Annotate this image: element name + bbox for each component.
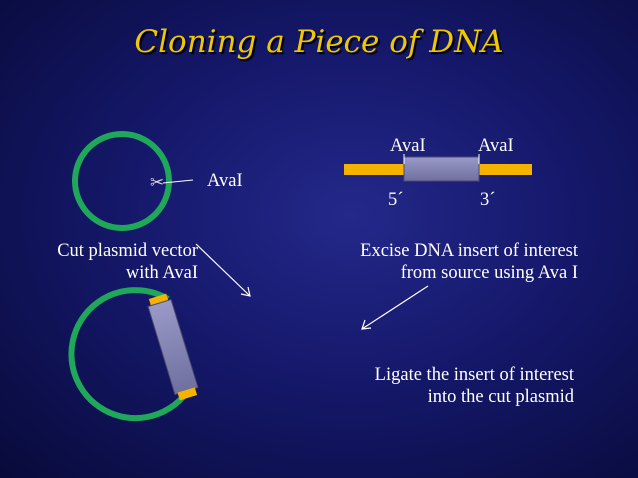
insert-site-right-label: AvaI bbox=[478, 136, 514, 156]
scissors-icon: ✂ bbox=[150, 173, 165, 193]
ligated-insert bbox=[147, 293, 199, 401]
cut-plasmid-caption: Cut plasmid vector with AvaI bbox=[36, 240, 198, 284]
insert-site-left-label: AvaI bbox=[390, 136, 426, 156]
slide-title: Cloning a Piece of DNA bbox=[134, 24, 504, 60]
cut-plasmid-caption-line2: with AvaI bbox=[125, 263, 198, 283]
excise-caption-line2: from source using Ava I bbox=[400, 263, 578, 283]
three-prime-label: 3´ bbox=[480, 190, 496, 210]
ligate-caption-line1: Ligate the insert of interest bbox=[374, 365, 574, 385]
arrow-cut-to-ligate bbox=[195, 243, 251, 297]
dna-insert bbox=[403, 156, 480, 182]
excise-caption: Excise DNA insert of interest from sourc… bbox=[318, 240, 578, 284]
cut-site-pointer bbox=[162, 179, 194, 184]
arrow-excise-to-ligate bbox=[361, 285, 429, 330]
five-prime-label: 5´ bbox=[388, 190, 404, 210]
ligate-caption-line2: into the cut plasmid bbox=[427, 387, 574, 407]
cut-plasmid-caption-line1: Cut plasmid vector bbox=[57, 241, 198, 261]
plasmid-circle bbox=[72, 131, 172, 231]
excise-caption-line1: Excise DNA insert of interest bbox=[360, 241, 578, 261]
plasmid-cut-site-label: AvaI bbox=[207, 171, 243, 191]
ligate-caption: Ligate the insert of interest into the c… bbox=[330, 364, 574, 408]
opened-plasmid bbox=[68, 287, 190, 422]
